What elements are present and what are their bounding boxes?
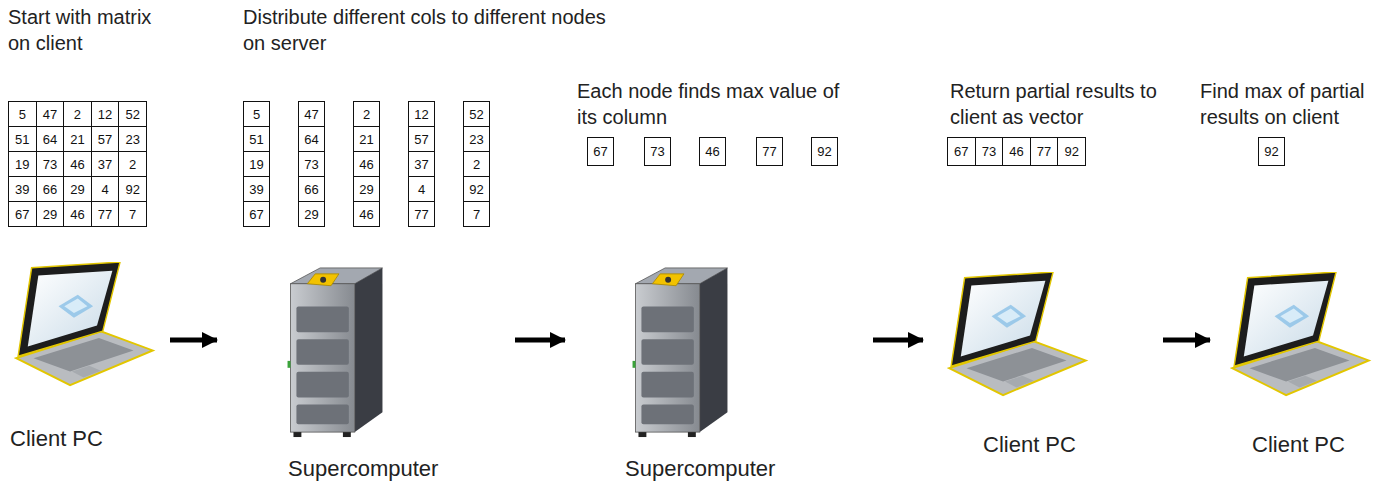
supercomputer-icon (630, 262, 730, 440)
matrix-cell: 37 (91, 151, 120, 177)
drawing-part (633, 268, 728, 437)
matrix-cell: 92 (463, 176, 490, 202)
matrix-cell: 2 (63, 101, 92, 127)
device-label: Supercomputer (625, 456, 775, 482)
matrix-cell: 52 (463, 101, 490, 127)
client-node: Client PC (5, 255, 170, 480)
matrix-cell: 29 (63, 176, 92, 202)
matrix-cell: 7 (118, 201, 147, 227)
device-label: Supercomputer (288, 456, 438, 482)
step-heading: Find max of partial results on client (1200, 78, 1395, 130)
matrix-cell: 29 (36, 201, 65, 227)
matrix-cell: 29 (353, 176, 380, 202)
matrix-cell: 92 (1258, 137, 1285, 166)
matrix-cell: 57 (408, 126, 435, 152)
matrix-cell: 66 (36, 176, 65, 202)
laptop-icon (1228, 272, 1373, 397)
matrix-cell: 73 (298, 151, 325, 177)
drawing-part (288, 268, 383, 437)
flow-arrow (873, 338, 923, 343)
matrix-cell: 77 (91, 201, 120, 227)
matrix-cell: 73 (36, 151, 65, 177)
matrix-cell: 29 (298, 201, 325, 227)
matrix-cell: 47 (36, 101, 65, 127)
drawing-part (16, 262, 153, 385)
matrix-cell: 92 (811, 137, 838, 166)
supercomputer-icon (285, 262, 385, 440)
matrix-cell: 67 (587, 137, 614, 166)
matrix-cell: 12 (408, 101, 435, 127)
matrix-cell: 19 (8, 151, 37, 177)
matrix-cell: 73 (644, 137, 671, 166)
client-node: Client PC (923, 255, 1163, 480)
client-node: Client PC (1210, 255, 1395, 480)
drawing-part (1232, 272, 1369, 395)
matrix-cell: 37 (408, 151, 435, 177)
matrix-cell: 64 (298, 126, 325, 152)
matrix-cell: 51 (243, 126, 270, 152)
matrix-cell: 92 (118, 176, 147, 202)
matrix-cell: 12 (91, 101, 120, 127)
matrix-cell: 77 (1030, 137, 1059, 166)
matrix-cell: 67 (947, 137, 976, 166)
matrix-cell: 46 (1002, 137, 1031, 166)
step-heading: Each node finds max value of its column (577, 78, 847, 130)
server-node: Supercomputer (217, 255, 515, 484)
matrix-cell: 46 (353, 201, 380, 227)
matrix-cell: 77 (408, 201, 435, 227)
matrix-cell: 2 (353, 101, 380, 127)
matrix-cell: 19 (243, 151, 270, 177)
matrix-cell: 21 (353, 126, 380, 152)
device-label: Client PC (10, 426, 103, 452)
matrix-cell: 23 (463, 126, 490, 152)
matrix-cell: 21 (63, 126, 92, 152)
matrix-cell: 47 (298, 101, 325, 127)
matrix-cell: 51 (8, 126, 37, 152)
matrix-cell: 64 (36, 126, 65, 152)
step-heading: Start with matrix on client (8, 4, 168, 56)
device-label: Client PC (1252, 432, 1345, 458)
matrix-cell: 5 (243, 101, 270, 127)
matrix-cell: 5 (8, 101, 37, 127)
laptop-icon (12, 262, 157, 387)
server-node: Supercomputer (565, 255, 873, 484)
drawing-part (949, 272, 1086, 395)
step-heading: Distribute different cols to different n… (243, 4, 618, 56)
matrix-cell: 2 (118, 151, 147, 177)
matrix-cell: 92 (1057, 137, 1086, 166)
matrix-cell: 23 (118, 126, 147, 152)
flow-arrow (1163, 338, 1210, 343)
matrix-cell: 77 (756, 137, 783, 166)
matrix-cell: 52 (118, 101, 147, 127)
matrix-cell: 4 (408, 176, 435, 202)
matrix-cell: 4 (91, 176, 120, 202)
matrix-cell: 67 (243, 201, 270, 227)
laptop-icon (945, 272, 1090, 397)
matrix-cell: 57 (91, 126, 120, 152)
matrix-cell: 46 (353, 151, 380, 177)
flow-arrow (515, 338, 565, 343)
matrix-cell: 46 (699, 137, 726, 166)
step-heading: Return partial results to client as vect… (950, 78, 1175, 130)
matrix-cell: 7 (463, 201, 490, 227)
matrix-cell: 2 (463, 151, 490, 177)
matrix-cell: 67 (8, 201, 37, 227)
matrix-cell: 73 (975, 137, 1004, 166)
device-label: Client PC (983, 432, 1076, 458)
matrix-cell: 39 (8, 176, 37, 202)
matrix-cell: 66 (298, 176, 325, 202)
flow-arrow (170, 338, 217, 343)
matrix-cell: 46 (63, 151, 92, 177)
matrix-cell: 46 (63, 201, 92, 227)
matrix-cell: 39 (243, 176, 270, 202)
